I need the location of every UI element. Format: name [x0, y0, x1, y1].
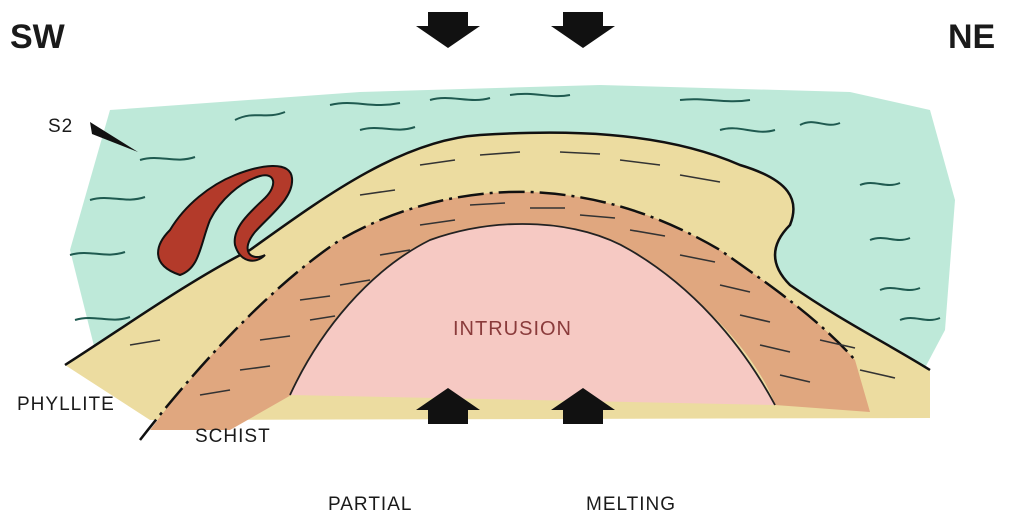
s2-label: S2 — [48, 116, 73, 138]
arrow-down-icon — [416, 12, 480, 48]
intrusion-label: INTRUSION — [453, 318, 572, 341]
partial-label: PARTIAL — [328, 494, 412, 516]
sw-label: SW — [10, 18, 65, 57]
phyllite-label: PHYLLITE — [17, 394, 115, 416]
schist-label: SCHIST — [195, 426, 271, 448]
melting-label: MELTING — [586, 494, 676, 516]
ne-label: NE — [948, 18, 995, 57]
arrow-down-icon — [551, 12, 615, 48]
